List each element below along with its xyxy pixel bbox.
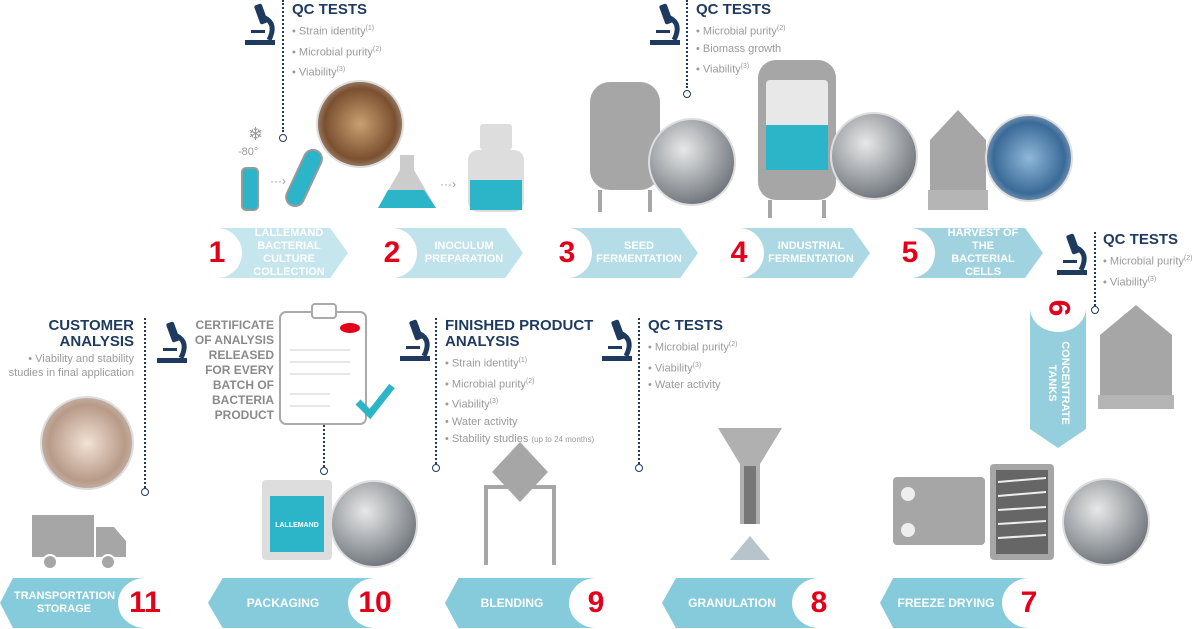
checkmark-icon: [355, 383, 395, 420]
qc-tests-fermentation: QC TESTS • Microbial purity(2) • Biomass…: [696, 1, 786, 76]
photo-harvest-centrifuge: [985, 114, 1073, 202]
qc-tests-granulation: QC TESTS • Microbial purity(2) • Viabili…: [648, 317, 738, 392]
qc-tests-harvest: QC TESTS • Microbial purity(2) • Viabili…: [1103, 231, 1193, 289]
microscope-icon: [157, 321, 187, 363]
temperature-label: -80°: [238, 146, 259, 158]
photo-seed-fermenter: [648, 118, 736, 206]
microscope-icon: [245, 3, 275, 45]
photo-packaging: [330, 480, 418, 568]
microscope-icon: [650, 3, 680, 45]
photo-customer-lab: [40, 396, 134, 490]
photo-industrial-fermenter: [830, 112, 918, 200]
qc-tests-culture: QC TESTS • Strain identity(1) • Microbia…: [292, 1, 382, 79]
photo-culture-vial: [316, 80, 404, 168]
svg-text:❄: ❄: [248, 124, 263, 144]
microscope-icon: [400, 319, 430, 361]
svg-text:···›: ···›: [440, 177, 456, 191]
photo-freeze-dryer: [1062, 478, 1150, 566]
microscope-icon: [1057, 233, 1087, 275]
microscope-icon: [602, 319, 632, 361]
customer-analysis: CUSTOMER ANALYSIS • Viability and stabil…: [8, 317, 134, 380]
snowflake-icon: ❄: [248, 124, 263, 144]
finished-product-analysis: FINISHED PRODUCT ANALYSIS • Strain ident…: [445, 317, 595, 445]
svg-text:···›: ···›: [270, 174, 286, 188]
bag-logo: LALLEMAND: [275, 522, 319, 529]
